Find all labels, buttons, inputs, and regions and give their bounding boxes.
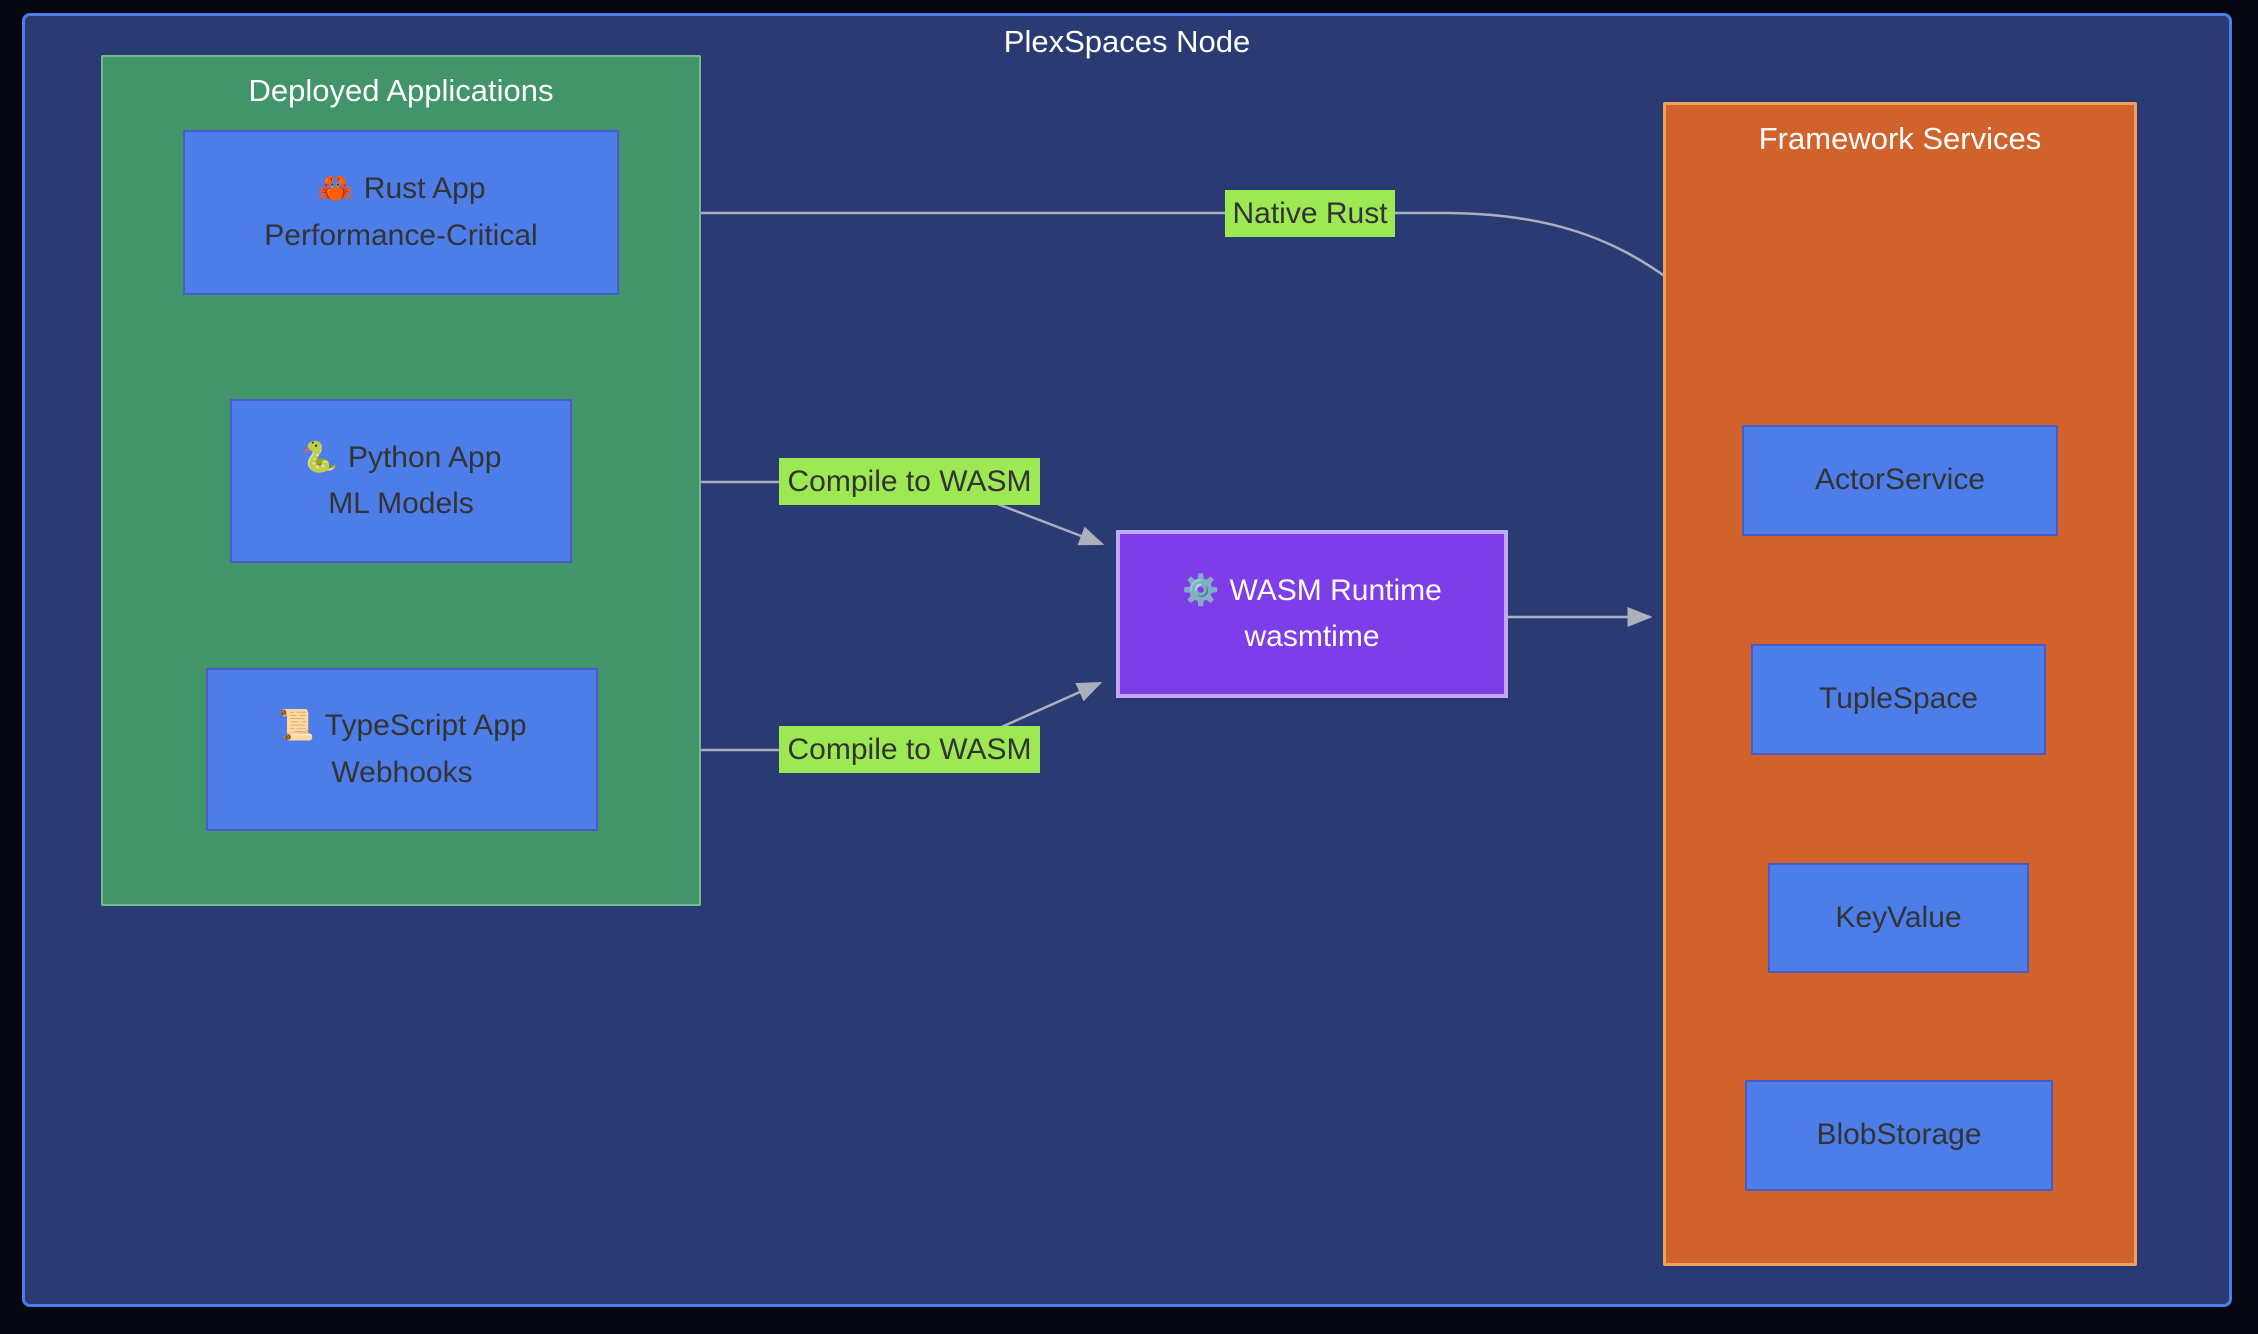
scroll-icon: 📜 <box>277 709 315 742</box>
python-app-node: 🐍 Python App ML Models <box>230 399 572 563</box>
edge-label-compile-to-wasm-1: Compile to WASM <box>779 458 1040 505</box>
actorservice-label: ActorService <box>1814 463 1986 497</box>
wasm-runtime-node: ⚙️ WASM Runtime wasmtime <box>1116 530 1508 698</box>
rust-app-label: Rust App <box>363 172 486 205</box>
typescript-app-subtitle: Webhooks <box>331 755 473 789</box>
actorservice-node: ActorService <box>1742 425 2058 536</box>
tuplespace-label: TupleSpace <box>1819 682 1978 716</box>
typescript-app-node: 📜 TypeScript App Webhooks <box>206 668 598 831</box>
blobstorage-node: BlobStorage <box>1745 1080 2053 1191</box>
deployed-applications-title: Deployed Applications <box>248 73 554 108</box>
wasm-runtime-subtitle: wasmtime <box>1244 620 1380 653</box>
python-app-label: Python App <box>347 440 502 474</box>
crab-icon: 🦀 <box>316 172 354 205</box>
tuplespace-node: TupleSpace <box>1751 644 2046 755</box>
blobstorage-label: BlobStorage <box>1816 1118 1982 1152</box>
keyvalue-node: KeyValue <box>1768 863 2029 973</box>
framework-services-title: Framework Services <box>1758 121 2042 156</box>
rust-app-node: 🦀 Rust App Performance-Critical <box>183 130 619 295</box>
wasm-runtime-label: WASM Runtime <box>1229 573 1442 607</box>
snake-icon: 🐍 <box>300 440 338 474</box>
diagram-title: PlexSpaces Node <box>1003 24 1251 59</box>
python-app-subtitle: ML Models <box>328 487 474 520</box>
edge-label-compile-to-wasm-2: Compile to WASM <box>779 726 1040 773</box>
keyvalue-label: KeyValue <box>1835 900 1962 934</box>
rust-app-subtitle: Performance-Critical <box>264 218 538 252</box>
gear-icon: ⚙️ <box>1182 573 1220 607</box>
typescript-app-label: TypeScript App <box>324 709 527 742</box>
edge-label-native-rust: Native Rust <box>1225 190 1395 237</box>
